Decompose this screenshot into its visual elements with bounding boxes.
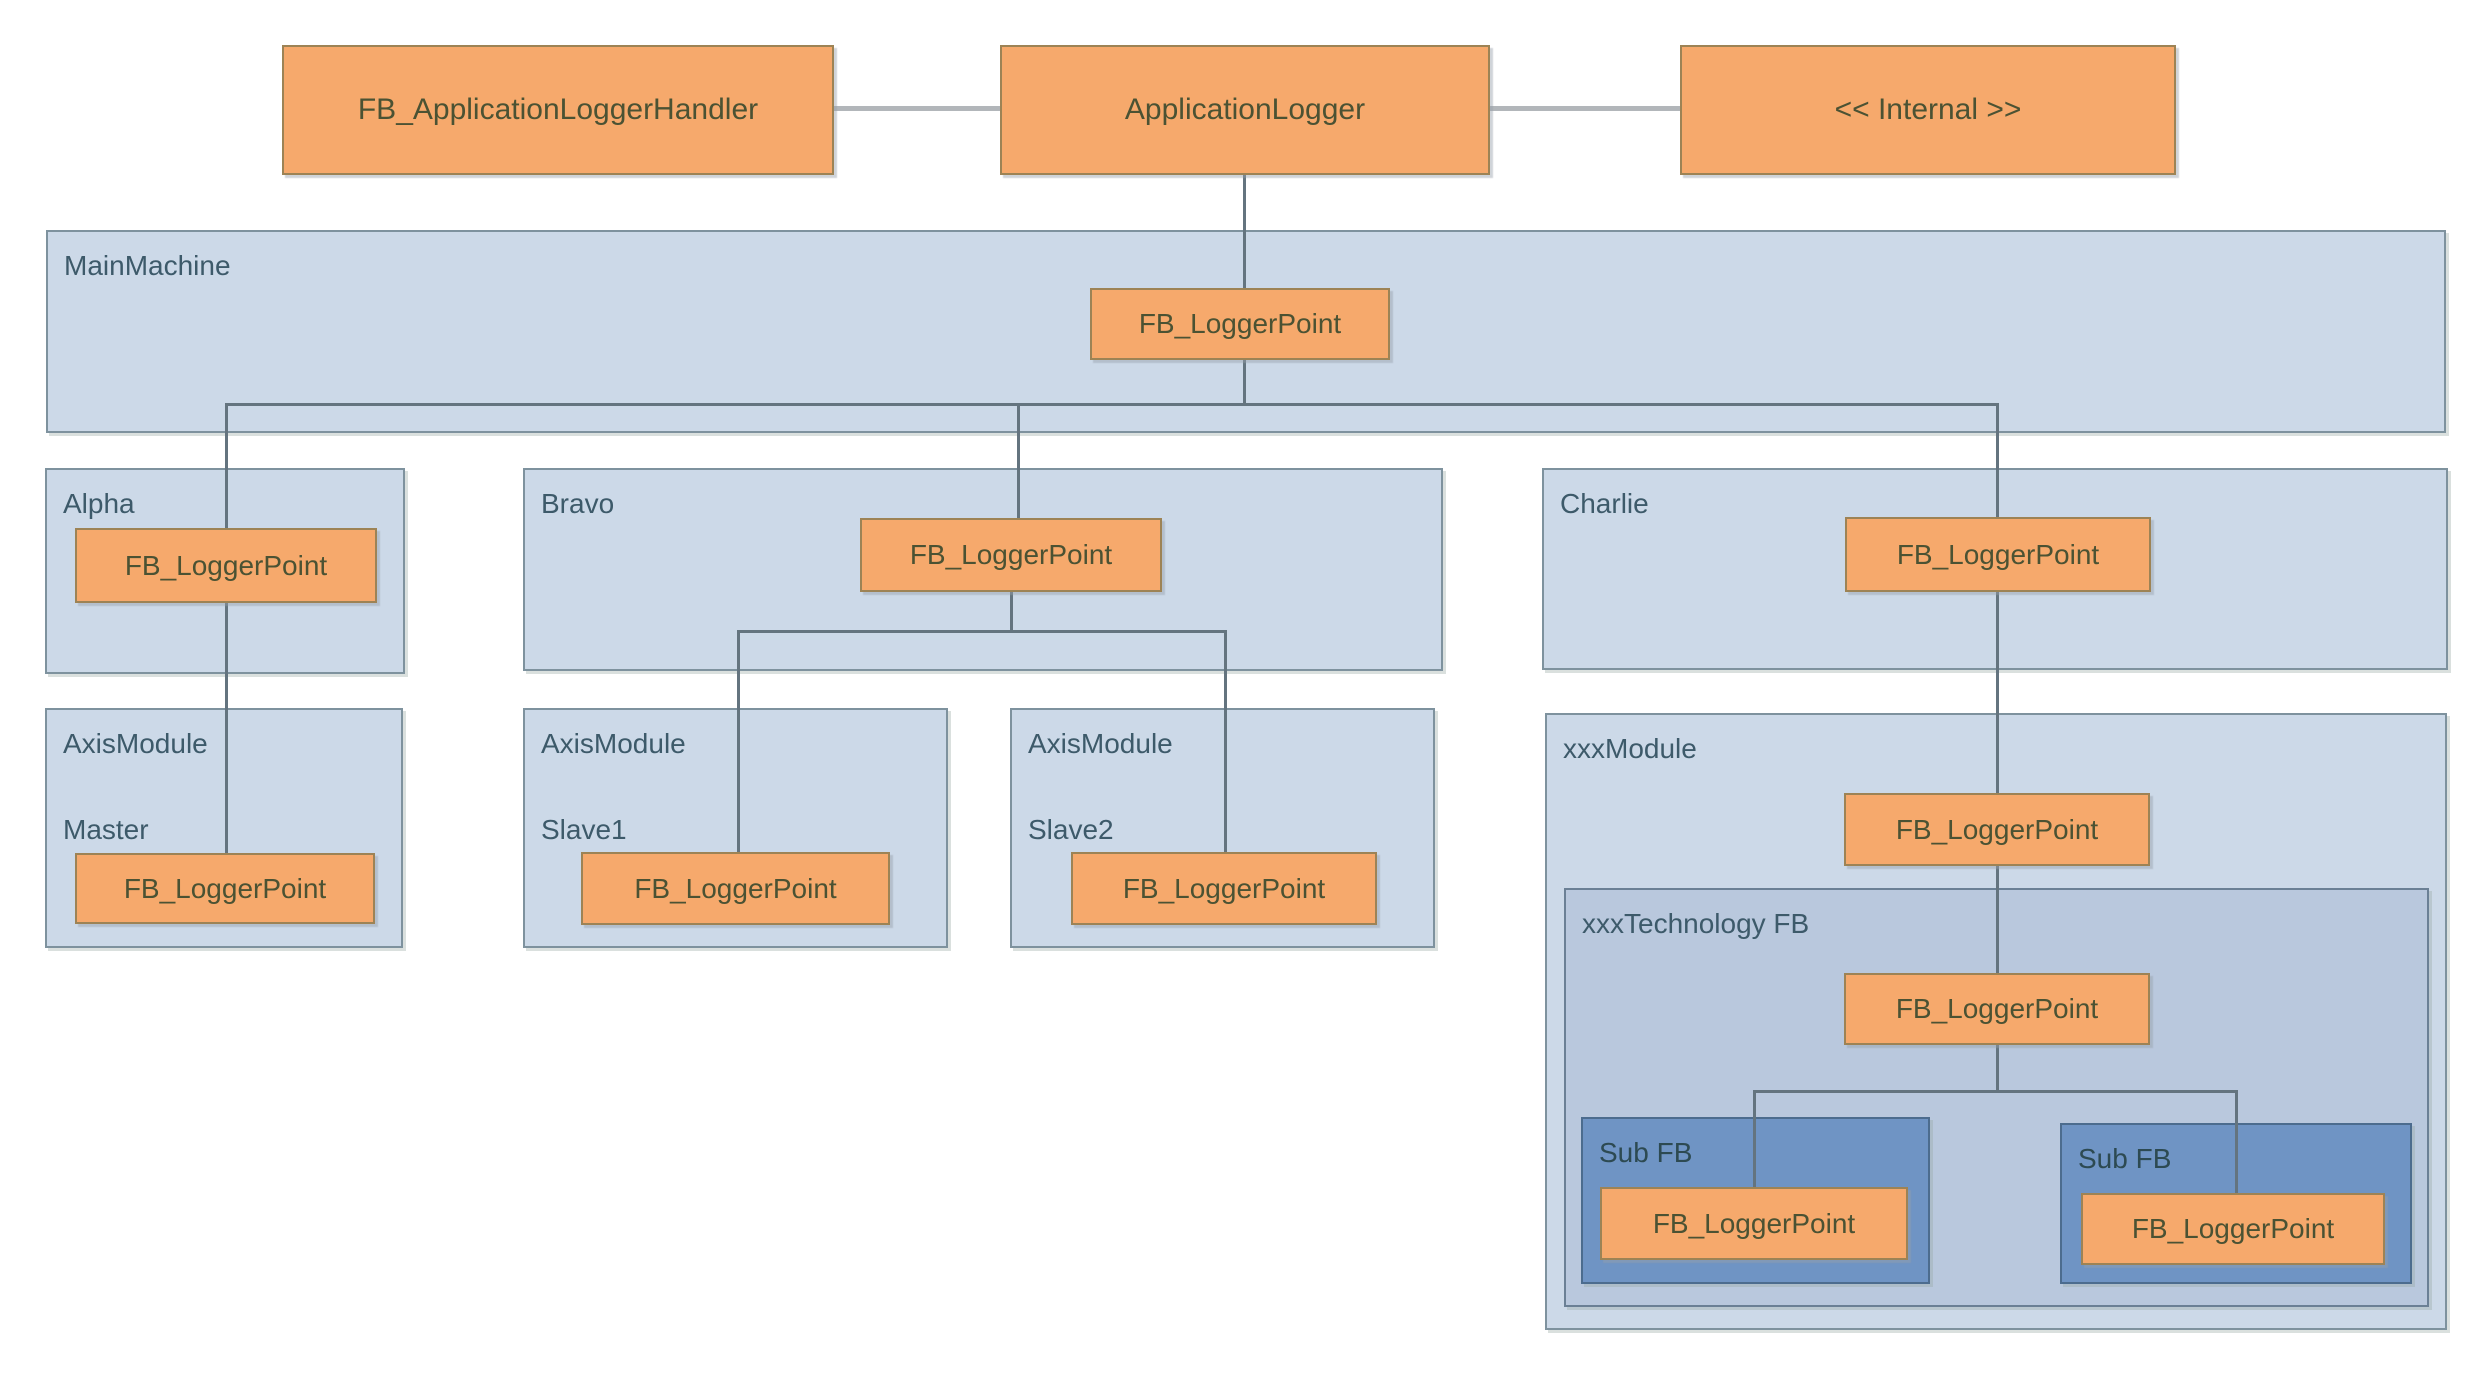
- tree-line: [1996, 590, 1999, 795]
- container-sublabel: Slave1: [541, 814, 627, 845]
- box-fb-loggerpoint-xxxtechnology: FB_LoggerPoint: [1844, 973, 2150, 1045]
- container-sublabel: Slave2: [1028, 814, 1114, 845]
- box-label: FB_LoggerPoint: [1895, 993, 2099, 1024]
- tree-line: [1996, 403, 1999, 519]
- box-label: FB_LoggerPoint: [1896, 538, 2100, 570]
- tree-line: [2235, 1090, 2238, 1195]
- container-label: Charlie: [1560, 488, 1649, 519]
- tree-line: [1996, 1043, 1999, 1092]
- tree-line: [1010, 590, 1013, 633]
- container-label: Sub FB: [2078, 1143, 2172, 1174]
- container-label: Bravo: [541, 488, 615, 519]
- box-label: ApplicationLogger: [1124, 93, 1366, 126]
- box-label: FB_LoggerPoint: [1895, 813, 2099, 845]
- box-fb-loggerpoint-slave2: FB_LoggerPoint: [1071, 852, 1377, 925]
- box-label: FB_LoggerPoint: [124, 549, 328, 581]
- tree-line: [737, 630, 740, 854]
- container-label: AxisModule: [541, 728, 686, 759]
- box-applicationlogger: ApplicationLogger: [1000, 45, 1490, 175]
- box-fb-loggerpoint-charlie: FB_LoggerPoint: [1845, 517, 2151, 592]
- container-label: AxisModule: [1028, 728, 1173, 759]
- tree-line: [225, 403, 1999, 406]
- box-label: FB_LoggerPoint: [2131, 1213, 2335, 1244]
- box-internal: << Internal >>: [1680, 45, 2176, 175]
- box-fb-applicationloggerhandler: FB_ApplicationLoggerHandler: [282, 45, 834, 175]
- container-label: Sub FB: [1599, 1137, 1693, 1168]
- tree-line: [225, 601, 228, 855]
- tree-line: [225, 403, 228, 530]
- box-fb-loggerpoint-master: FB_LoggerPoint: [75, 853, 375, 924]
- box-label: FB_LoggerPoint: [909, 539, 1113, 570]
- connector-handler-applogger: [834, 106, 1002, 111]
- box-label: << Internal >>: [1834, 93, 2022, 126]
- box-fb-loggerpoint-alpha: FB_LoggerPoint: [75, 528, 377, 603]
- box-label: FB_LoggerPoint: [1138, 308, 1342, 339]
- box-fb-loggerpoint-slave1: FB_LoggerPoint: [581, 852, 890, 925]
- box-fb-loggerpoint-mainmachine: FB_LoggerPoint: [1090, 288, 1390, 360]
- box-label: FB_ApplicationLoggerHandler: [357, 93, 759, 126]
- container-label: MainMachine: [64, 250, 231, 281]
- box-label: FB_LoggerPoint: [1652, 1207, 1856, 1239]
- tree-line: [1753, 1090, 1756, 1189]
- box-fb-loggerpoint-bravo: FB_LoggerPoint: [860, 518, 1162, 592]
- tree-line: [1243, 358, 1246, 406]
- box-label: FB_LoggerPoint: [1122, 872, 1326, 904]
- box-fb-loggerpoint-subfb-2: FB_LoggerPoint: [2081, 1193, 2385, 1265]
- container-label: AxisModule: [63, 728, 208, 759]
- tree-line: [1753, 1090, 2238, 1093]
- tree-line: [1224, 630, 1227, 854]
- box-label: FB_LoggerPoint: [123, 872, 327, 904]
- box-fb-loggerpoint-xxxmodule: FB_LoggerPoint: [1844, 793, 2150, 866]
- tree-line: [737, 630, 1227, 633]
- container-label: xxxTechnology FB: [1582, 908, 1810, 939]
- tree-line: [1996, 864, 1999, 975]
- container-label: Alpha: [63, 488, 135, 519]
- container-label: xxxModule: [1563, 733, 1697, 764]
- box-label: FB_LoggerPoint: [634, 872, 837, 904]
- tree-line: [1243, 175, 1246, 290]
- connector-applogger-internal: [1488, 106, 1682, 111]
- container-sublabel: Master: [63, 814, 149, 845]
- box-fb-loggerpoint-subfb-1: FB_LoggerPoint: [1600, 1187, 1908, 1260]
- tree-line: [1017, 403, 1020, 520]
